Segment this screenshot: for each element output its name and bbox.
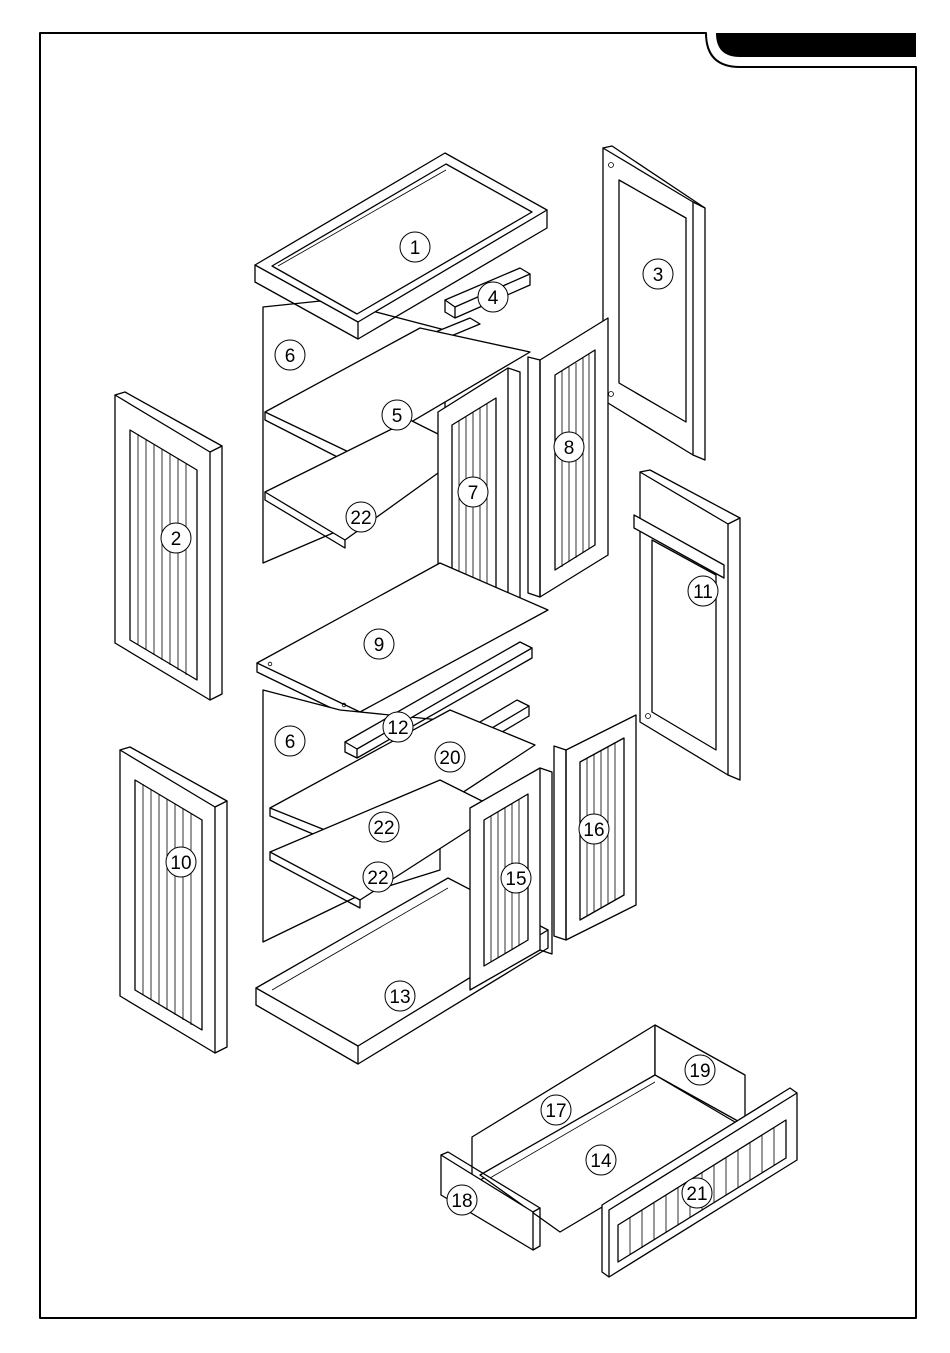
svg-text:3: 3 (653, 265, 664, 286)
part-label-14: 14 (586, 1145, 616, 1175)
svg-text:10: 10 (170, 853, 191, 874)
svg-text:7: 7 (468, 483, 479, 504)
part-label-12: 12 (383, 712, 413, 742)
svg-text:22: 22 (350, 508, 371, 529)
svg-text:15: 15 (505, 869, 526, 890)
part-label-5: 5 (382, 400, 412, 430)
part-label-11: 11 (688, 576, 718, 606)
part-label-17: 17 (541, 1095, 571, 1125)
svg-text:5: 5 (392, 406, 403, 427)
part-label-16: 16 (579, 814, 609, 844)
svg-text:16: 16 (583, 820, 604, 841)
svg-text:22: 22 (367, 868, 388, 889)
svg-text:17: 17 (545, 1101, 566, 1122)
part-label-22-b: 22 (369, 812, 399, 842)
part-label-22-a: 22 (346, 502, 376, 532)
part-label-20: 20 (435, 742, 465, 772)
svg-text:6: 6 (285, 346, 296, 367)
svg-text:13: 13 (389, 987, 410, 1008)
part-label-1: 1 (400, 232, 430, 262)
part-label-8: 8 (554, 432, 584, 462)
door-3 (603, 146, 705, 460)
svg-text:2: 2 (171, 529, 182, 550)
part-label-7: 7 (458, 477, 488, 507)
part-label-21: 21 (682, 1178, 712, 1208)
svg-text:22: 22 (373, 818, 394, 839)
svg-text:6: 6 (285, 732, 296, 753)
part-label-6-upper: 6 (275, 340, 305, 370)
svg-text:12: 12 (387, 718, 408, 739)
part-label-13: 13 (385, 981, 415, 1011)
part-label-15: 15 (501, 863, 531, 893)
svg-text:9: 9 (374, 635, 385, 656)
part-label-18: 18 (447, 1185, 477, 1215)
part-label-22-c: 22 (363, 862, 393, 892)
svg-text:19: 19 (689, 1061, 710, 1082)
door-10 (120, 747, 227, 1053)
door-11 (634, 470, 740, 780)
svg-text:8: 8 (564, 438, 575, 459)
header-tab (716, 33, 916, 57)
svg-text:4: 4 (488, 288, 499, 309)
part-label-3: 3 (643, 259, 673, 289)
part-label-10: 10 (166, 847, 196, 877)
svg-text:21: 21 (686, 1184, 707, 1205)
part-label-9: 9 (364, 629, 394, 659)
part-label-6-lower: 6 (275, 726, 305, 756)
svg-text:14: 14 (590, 1151, 612, 1172)
svg-text:1: 1 (410, 238, 421, 259)
svg-text:18: 18 (451, 1191, 472, 1212)
svg-text:11: 11 (693, 582, 713, 603)
part-label-2: 2 (161, 523, 191, 553)
drawer-assembly (441, 1025, 797, 1277)
part-label-4: 4 (478, 282, 508, 312)
part-label-19: 19 (685, 1055, 715, 1085)
svg-text:20: 20 (439, 748, 460, 769)
